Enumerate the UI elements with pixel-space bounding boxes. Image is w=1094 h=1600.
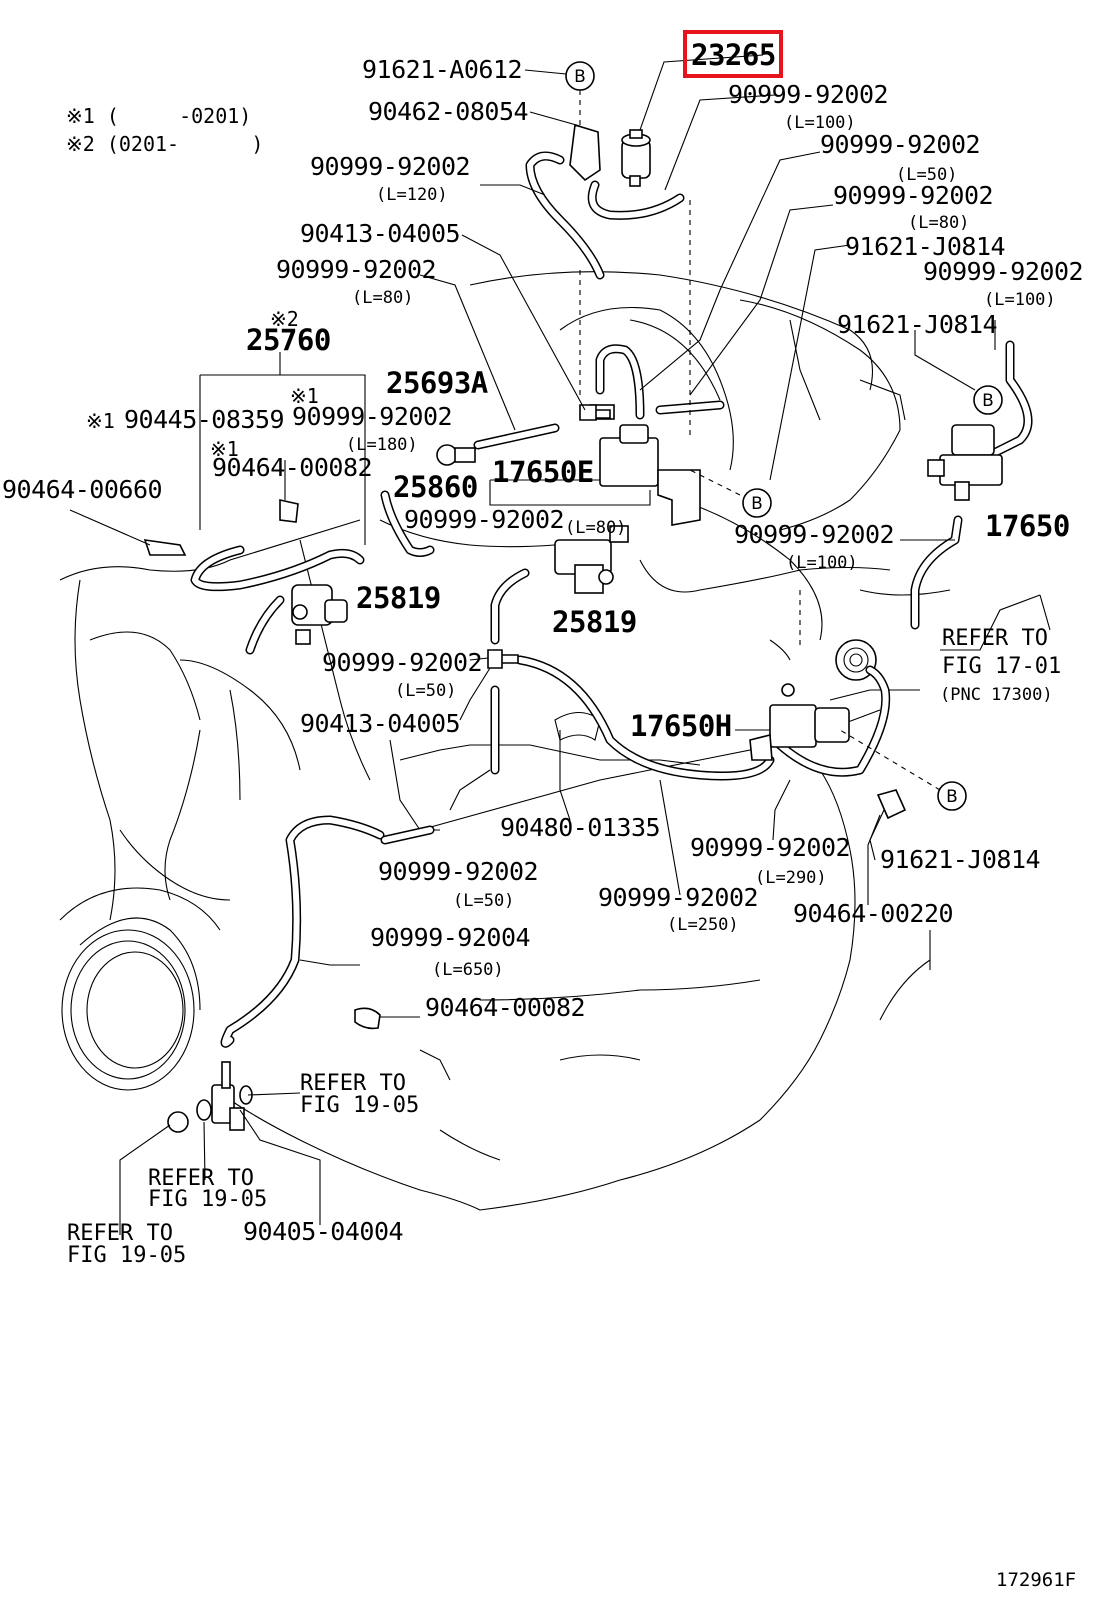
mark-note1-90445: ※1 xyxy=(86,409,115,433)
refer-fig-19-05-c-line2[interactable]: FIG 19-05 xyxy=(67,1243,186,1268)
length-l50-top-mid: (L=50) xyxy=(395,681,456,701)
length-l50-bottom: (L=50) xyxy=(453,891,514,911)
label-90999-92002-l80-right[interactable]: 90999-92002 xyxy=(833,181,994,210)
label-17650[interactable]: 17650 xyxy=(985,509,1070,543)
length-l80-left: (L=80) xyxy=(352,288,413,308)
length-l80-mid: (L=80) xyxy=(565,518,626,538)
label-90999-92002-l50-top[interactable]: 90999-92002 xyxy=(820,130,981,159)
length-l650: (L=650) xyxy=(432,960,504,980)
tee-fitting-top-shape xyxy=(579,404,611,421)
valve-25819-mid-shape xyxy=(554,525,629,594)
length-l250: (L=250) xyxy=(667,915,739,935)
refer-fig-19-05-b-line1[interactable]: REFER TO xyxy=(148,1166,254,1191)
vsv-17650-shape xyxy=(927,424,1003,501)
valve-25819-left-shape xyxy=(291,584,348,645)
label-17650h[interactable]: 17650H xyxy=(630,709,732,743)
applicability-notes: ※1 ( -0201) ※2 (0201- ) xyxy=(66,104,263,156)
vsv-17650e-shape xyxy=(589,404,701,526)
label-90999-92002-l50-bottom[interactable]: 90999-92002 xyxy=(378,857,539,886)
marker-b-right: B xyxy=(973,385,1003,415)
label-25819-left[interactable]: 25819 xyxy=(356,581,441,615)
label-91621-j0814-bottom[interactable]: 91621-J0814 xyxy=(880,845,1041,874)
label-25860[interactable]: 25860 xyxy=(393,470,478,504)
label-90999-92002-l80-mid[interactable]: 90999-92002 xyxy=(404,505,565,534)
label-90464-00082-top[interactable]: 90464-00082 xyxy=(212,453,373,482)
mark-note1-90464: ※1 xyxy=(210,437,239,461)
svg-text:B: B xyxy=(574,67,586,87)
label-90405-04004[interactable]: 90405-04004 xyxy=(243,1217,404,1246)
label-23265[interactable]: 23265 xyxy=(691,38,776,72)
label-25760[interactable]: 25760 xyxy=(246,323,331,357)
length-l100-top: (L=100) xyxy=(784,113,856,133)
refer-fig-19-05-c-line1[interactable]: REFER TO xyxy=(67,1221,173,1246)
vsv-17650h-shape xyxy=(749,683,850,761)
label-90462-08054[interactable]: 90462-08054 xyxy=(368,97,529,126)
svg-text:B: B xyxy=(946,787,958,807)
clip-90464-00220-shape xyxy=(876,789,907,820)
label-90999-92002-l100-top[interactable]: 90999-92002 xyxy=(728,80,889,109)
marker-b-mid: B xyxy=(742,488,772,518)
valve-25693a-shape xyxy=(436,444,476,466)
note-1: ※1 ( -0201) xyxy=(66,104,251,128)
length-l290: (L=290) xyxy=(755,868,827,888)
clip-90464-00082-bottom-shape xyxy=(354,1007,381,1030)
label-90999-92004[interactable]: 90999-92004 xyxy=(370,923,531,952)
label-90999-92002-l290[interactable]: 90999-92002 xyxy=(690,833,851,862)
leader-lines xyxy=(69,54,1051,1235)
label-90464-00082-bottom[interactable]: 90464-00082 xyxy=(425,993,586,1022)
label-90464-00220[interactable]: 90464-00220 xyxy=(793,899,954,928)
refer-fig-17-01-line2[interactable]: FIG 17-01 xyxy=(942,654,1061,679)
label-90413-04005-bottom[interactable]: 90413-04005 xyxy=(300,709,461,738)
length-l180: (L=180) xyxy=(346,435,418,455)
length-l120: (L=120) xyxy=(376,185,448,205)
clip-90464-00660-shape xyxy=(143,539,187,556)
label-90999-92002-l120[interactable]: 90999-92002 xyxy=(310,152,471,181)
label-90999-92002-l50-top[interactable]: 90999-92002 xyxy=(322,648,483,677)
label-91621-j0814-top[interactable]: 91621-J0814 xyxy=(845,232,1006,261)
label-91621-a0612[interactable]: 91621-A0612 xyxy=(362,55,523,84)
mark-note2-25760: ※2 xyxy=(270,307,299,331)
refer-fig-19-05-a-line1[interactable]: REFER TO xyxy=(300,1071,406,1096)
label-90999-92002-l250[interactable]: 90999-92002 xyxy=(598,883,759,912)
label-91621-j0814-mid[interactable]: 91621-J0814 xyxy=(837,310,998,339)
refer-fig-19-05-a-line2[interactable]: FIG 19-05 xyxy=(300,1093,419,1118)
refer-fig-17-01-line1[interactable]: REFER TO xyxy=(942,626,1048,651)
marker-b-bottom: B xyxy=(937,781,967,811)
label-90999-92002-l80-left[interactable]: 90999-92002 xyxy=(276,255,437,284)
hoses xyxy=(190,151,1033,1048)
mark-note1-l180: ※1 xyxy=(290,384,319,408)
component-shapes xyxy=(143,123,1003,1133)
label-90999-92002-l180[interactable]: 90999-92002 xyxy=(292,402,453,431)
label-90999-92002-l100-mid[interactable]: 90999-92002 xyxy=(734,520,895,549)
length-l80-right: (L=80) xyxy=(908,213,969,233)
clip-90464-00082-top-shape xyxy=(279,499,299,523)
label-25693a[interactable]: 25693A xyxy=(386,366,488,400)
bracket-shape xyxy=(569,123,601,182)
diagram-code: 172961F xyxy=(996,1569,1076,1591)
part-labels: 91621-A0612 23265 90462-08054 90999-9200… xyxy=(2,30,1084,1268)
marker-b-top: B xyxy=(565,61,595,91)
note-2: ※2 (0201- ) xyxy=(66,132,263,156)
bottom-fittings-shape xyxy=(167,1061,253,1133)
vacuum-filter-shape xyxy=(621,129,651,187)
label-90999-92002-l100-right[interactable]: 90999-92002 xyxy=(923,257,1084,286)
label-90413-04005-top[interactable]: 90413-04005 xyxy=(300,219,461,248)
length-l100-mid: (L=100) xyxy=(786,553,858,573)
tee-fitting-bottom-shape xyxy=(487,649,519,669)
length-l100-right: (L=100) xyxy=(984,290,1056,310)
label-90480-01335[interactable]: 90480-01335 xyxy=(500,813,661,842)
highlight-box xyxy=(683,30,783,78)
length-l50-top: (L=50) xyxy=(896,165,957,185)
label-17650e[interactable]: 17650E xyxy=(492,455,594,489)
label-90445-08359[interactable]: 90445-08359 xyxy=(124,405,285,434)
engine-outline xyxy=(59,271,951,1211)
refer-fig-17-01-pnc: (PNC 17300) xyxy=(940,685,1053,705)
label-90464-00660[interactable]: 90464-00660 xyxy=(2,475,163,504)
svg-text:B: B xyxy=(751,494,763,514)
refer-fig-19-05-b-line2[interactable]: FIG 19-05 xyxy=(148,1187,267,1212)
label-25819-mid[interactable]: 25819 xyxy=(552,605,637,639)
svg-text:B: B xyxy=(982,391,994,411)
